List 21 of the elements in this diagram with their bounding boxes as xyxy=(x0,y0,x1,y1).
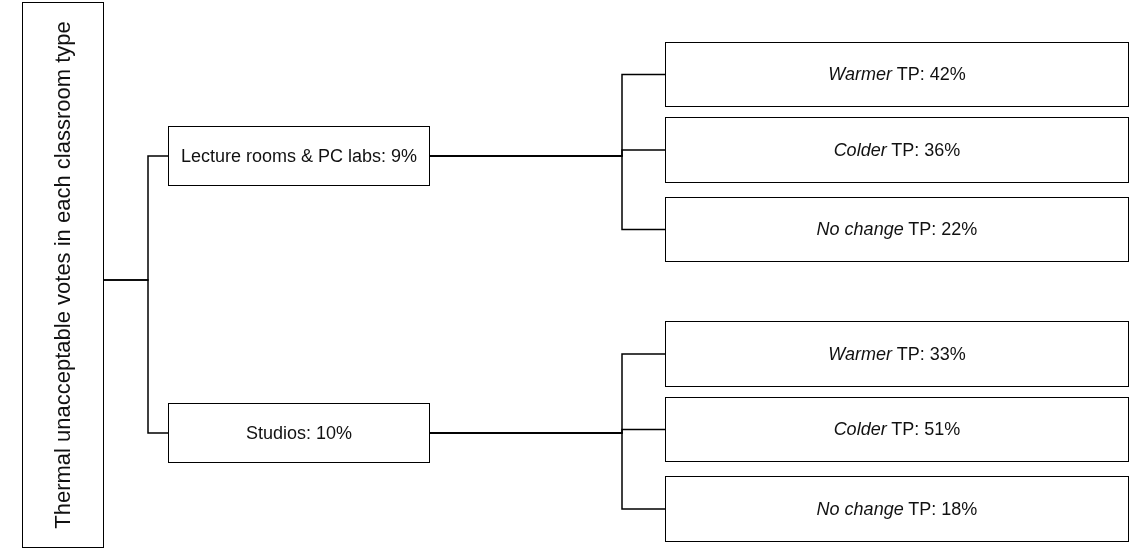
box-label: Warmer TP: 33% xyxy=(828,343,966,365)
box-label: No change TP: 22% xyxy=(816,219,978,240)
category-box xyxy=(665,42,1129,107)
box-label: Colder TP: 51% xyxy=(833,419,961,440)
box-label: Studios: 10% xyxy=(245,422,353,444)
box-label: Warmer TP: 42% xyxy=(828,64,966,85)
connector-line xyxy=(429,155,666,231)
category-box xyxy=(665,117,1129,183)
category-box xyxy=(665,397,1129,462)
box-label: Lecture rooms & PC labs: 9% xyxy=(180,145,418,167)
category-box xyxy=(665,476,1129,542)
category-box xyxy=(168,126,430,186)
box-label: No change TP: 18% xyxy=(816,498,978,520)
root-box xyxy=(22,2,104,548)
category-box xyxy=(665,197,1129,262)
connector-line xyxy=(103,279,169,434)
connector-line xyxy=(429,432,666,510)
rotated-heading: Thermal unacceptable votes in each classroom type xyxy=(49,20,76,531)
category-box xyxy=(665,321,1129,387)
box-label: Colder TP: 36% xyxy=(833,139,961,161)
category-box xyxy=(168,403,430,463)
